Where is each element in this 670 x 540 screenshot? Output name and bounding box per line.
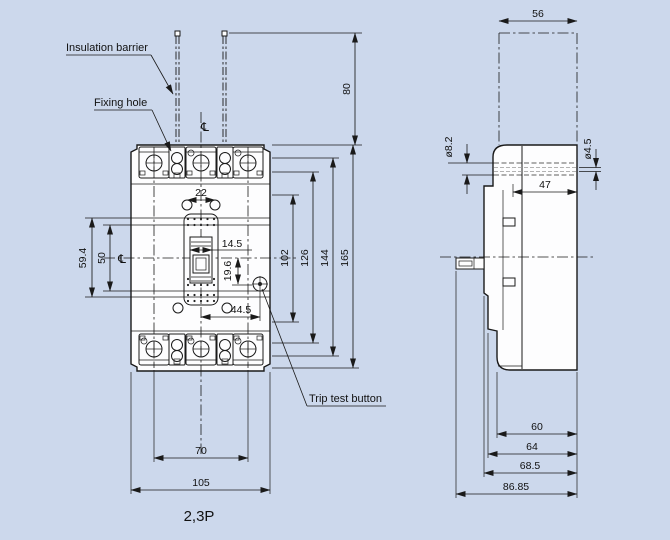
- centerline-symbol-top: ℄: [200, 120, 209, 134]
- dim-70: 70: [195, 445, 207, 457]
- barrier-top-square: [174, 30, 181, 37]
- barrier-slot: [168, 146, 186, 179]
- dim-47: 47: [539, 179, 551, 191]
- barrier-slot: [216, 146, 234, 179]
- breaker-body-side: [483, 144, 578, 371]
- front-dimensions: 22 14.5 19.6 44.5 59.4 50 102 126 144: [77, 32, 362, 494]
- dim-86-85: 86.85: [503, 481, 529, 493]
- dim-14-5: 14.5: [222, 238, 243, 250]
- grip-dots: [186, 217, 216, 303]
- face-hole: [221, 302, 233, 314]
- toggle-handle-side: [455, 257, 485, 270]
- fixing-hole-label: Fixing hole: [94, 97, 147, 109]
- front-view: ℄ ℄: [104, 30, 298, 454]
- dim-59-4: 59.4: [77, 248, 89, 269]
- toggle-handle: [189, 236, 213, 284]
- terminal-block: [185, 146, 217, 179]
- dim-144: 144: [319, 249, 331, 267]
- insulation-barrier-lines: [174, 30, 228, 160]
- dim-102: 102: [279, 249, 291, 267]
- dim-165: 165: [339, 249, 351, 267]
- dim-dia-8-2: ø8.2: [443, 136, 455, 157]
- barrier-top-square: [221, 30, 228, 37]
- dim-56: 56: [532, 8, 544, 20]
- centerline-symbol-left: ℄: [117, 252, 126, 266]
- mounting-hole-hidden-lines: [494, 162, 577, 176]
- fixing-hole-circle: [187, 149, 195, 157]
- face-hole: [172, 302, 184, 314]
- callouts: Insulation barrier Fixing hole Trip test…: [66, 42, 386, 525]
- dim-68-5: 68.5: [520, 460, 541, 472]
- mount-tabs: [502, 190, 516, 330]
- dim-44-5: 44.5: [231, 304, 252, 316]
- fixing-hole-circle: [234, 149, 242, 157]
- pole-variant-label: 2,3P: [184, 508, 215, 525]
- dim-64: 64: [526, 441, 538, 453]
- dim-60: 60: [531, 421, 543, 433]
- insulation-barrier-label: Insulation barrier: [66, 42, 148, 54]
- trip-test-button-label: Trip test button: [309, 393, 382, 405]
- dim-22: 22: [195, 187, 207, 199]
- dim-50: 50: [96, 252, 108, 264]
- trip-test-button: [252, 276, 268, 292]
- side-view: [440, 32, 596, 371]
- dim-126: 126: [299, 249, 311, 267]
- side-dimensions: 56 ø8.2 ø4.5 47 60 64 68.5 86.85: [443, 8, 601, 498]
- dim-19-6: 19.6: [222, 261, 234, 282]
- barrier-slot: [216, 333, 234, 366]
- dim-105: 105: [192, 477, 210, 489]
- dim-dia-4-5: ø4.5: [582, 138, 594, 159]
- barrier-slot: [168, 333, 186, 366]
- dim-80: 80: [341, 83, 353, 95]
